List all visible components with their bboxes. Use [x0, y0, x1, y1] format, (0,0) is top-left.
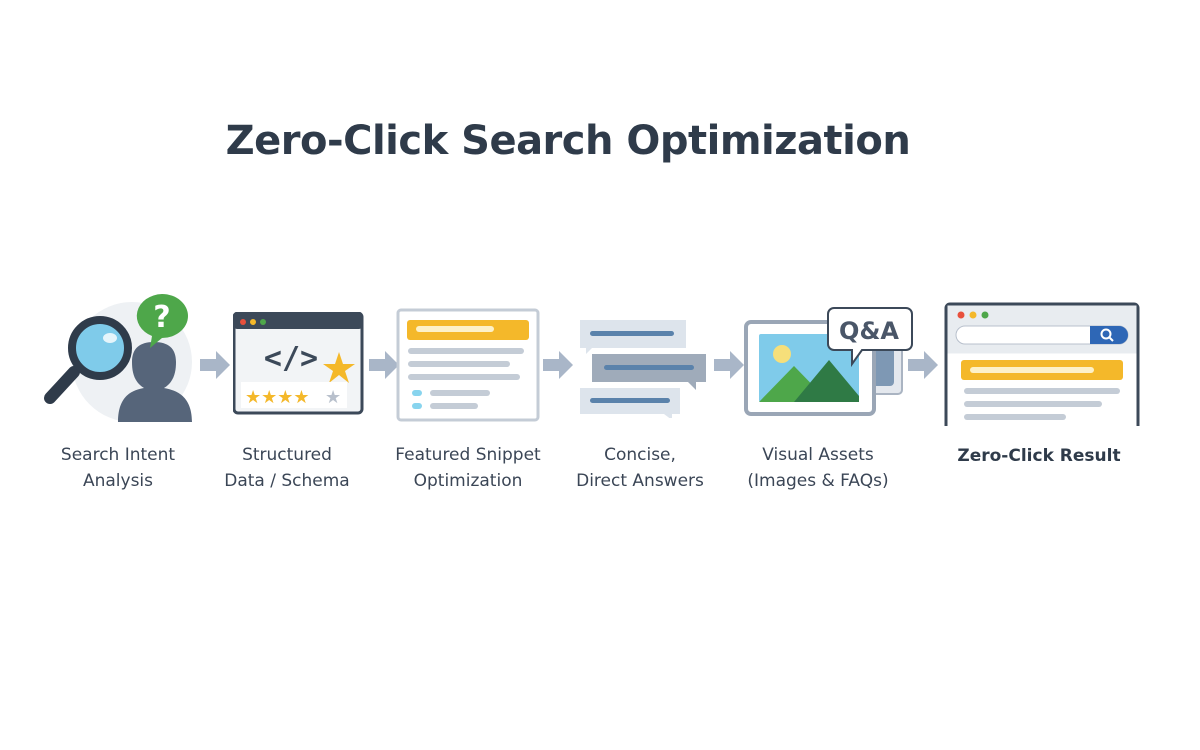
step-label-direct-answers: Concise,Direct Answers	[576, 445, 704, 491]
svg-text:?: ?	[153, 300, 170, 335]
magnifier-person-question-icon: ?	[44, 294, 192, 422]
arrow-right-icon	[200, 351, 230, 379]
chat-bubbles-icon	[580, 320, 706, 418]
page-title: Zero-Click Search Optimization	[225, 118, 911, 164]
arrow-right-icon	[543, 351, 573, 379]
svg-text:</>: </>	[264, 341, 318, 376]
svg-text:★★★★: ★★★★	[245, 387, 310, 408]
arrow-right-icon	[714, 351, 744, 379]
step-label-visual-assets: Visual Assets(Images & FAQs)	[747, 445, 889, 491]
arrow-right-icon	[908, 351, 938, 379]
search-result-browser-icon	[944, 302, 1140, 426]
step-label-zero-click-result: Zero-Click Result	[957, 446, 1121, 466]
svg-text:★: ★	[325, 387, 341, 408]
image-qa-icon: Q&A	[744, 307, 913, 416]
qa-text: Q&A	[839, 317, 899, 345]
code-window-stars-icon: </> ★★★★★	[233, 312, 364, 415]
arrow-right-icon	[369, 351, 399, 379]
snippet-document-icon	[396, 308, 540, 422]
